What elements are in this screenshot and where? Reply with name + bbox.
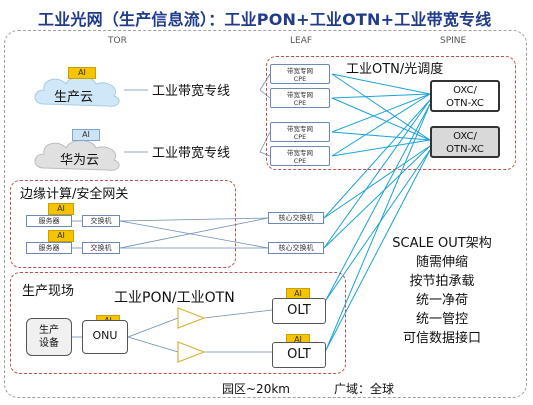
cpe-bottom-label: CPE: [293, 99, 307, 107]
footer-wide: 广域：全球: [334, 382, 395, 396]
feature-item: 随需伸缩: [415, 255, 468, 270]
cpe-top-label: 带宽专网: [287, 91, 313, 99]
production-device: 生产 设备: [26, 318, 72, 356]
column-header-spine: SPINE: [440, 36, 467, 46]
cloud-label-production: 生产云: [54, 90, 94, 105]
feature-item: 统一管控: [415, 312, 468, 327]
page-title: 工业光网（生产信息流）：工业PON+工业OTN+工业带宽专线: [38, 10, 492, 29]
link-label-bandwidth-2: 工业带宽专线: [152, 146, 231, 161]
cpe-top-label: 带宽专网: [287, 67, 313, 75]
cpe-box: 带宽专网 CPE: [270, 122, 330, 142]
onu-box: ONU: [82, 320, 128, 354]
feature-item: 统一净荷: [415, 293, 468, 308]
cpe-bottom-label: CPE: [293, 75, 307, 83]
feature-item: SCALE OUT架构: [392, 236, 492, 251]
oxc-box-2: OXC/ OTN-XC: [430, 126, 500, 158]
server-box: 服务器: [26, 215, 72, 227]
core-switch-box: 核心交换机: [268, 242, 324, 254]
otn-region: [266, 56, 516, 170]
pon-otn-label: 工业PON/工业OTN: [114, 290, 235, 306]
footer-campus: 园区~20km: [222, 382, 290, 396]
switch-box: 交换机: [82, 242, 120, 254]
edge-region: [10, 180, 236, 268]
link-label-bandwidth-1: 工业带宽专线: [152, 84, 231, 99]
field-region: [10, 272, 346, 374]
feature-list: SCALE OUT架构 随需伸缩 按节拍承载 统一净荷 统一管控 可信数据接口: [372, 234, 512, 348]
core-switch-box: 核心交换机: [268, 212, 324, 224]
feature-item: 按节拍承载: [409, 274, 475, 289]
ai-badge: AI: [48, 230, 74, 242]
cpe-top-label: 带宽专网: [287, 125, 313, 133]
cpe-box: 带宽专网 CPE: [270, 146, 330, 166]
cpe-top-label: 带宽专网: [287, 149, 313, 157]
field-section-label: 生产现场: [22, 284, 75, 299]
edge-section-label: 边缘计算/安全网关: [20, 187, 129, 202]
column-header-leaf: LEAF: [290, 36, 313, 46]
ai-badge: AI: [72, 129, 100, 141]
cpe-box: 带宽专网 CPE: [270, 64, 330, 84]
column-header-tor: TOR: [108, 36, 127, 46]
server-box: 服务器: [26, 242, 72, 254]
ai-badge: AI: [48, 203, 74, 215]
cpe-bottom-label: CPE: [293, 133, 307, 141]
olt-box: OLT: [272, 298, 326, 324]
ai-badge: AI: [68, 67, 96, 79]
oxc-box-1: OXC/ OTN-XC: [430, 80, 500, 112]
cpe-bottom-label: CPE: [293, 157, 307, 165]
switch-box: 交换机: [82, 215, 120, 227]
feature-item: 可信数据接口: [402, 331, 481, 346]
cpe-box: 带宽专网 CPE: [270, 88, 330, 108]
otn-section-label: 工业OTN/光调度: [346, 62, 444, 77]
cloud-label-huawei: 华为云: [60, 153, 100, 168]
olt-box: OLT: [272, 342, 326, 368]
outer-frame: [4, 30, 527, 398]
